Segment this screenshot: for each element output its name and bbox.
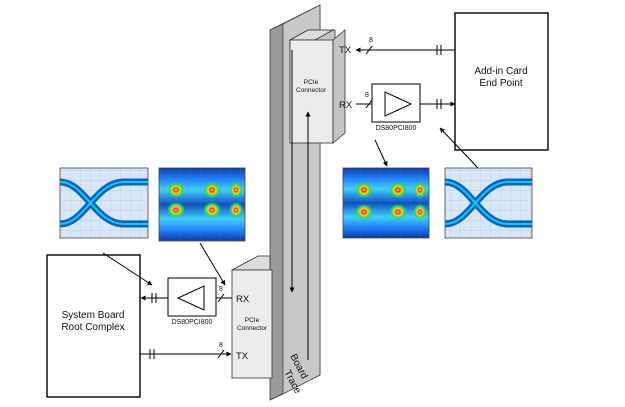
callout-top-clean — [439, 127, 479, 169]
addin-card-line1: Add-in Card — [474, 66, 527, 77]
addin-card-line2: End Point — [479, 78, 523, 89]
top-pcie-connector: PCIe Connector TX RX — [288, 29, 353, 144]
addin-card-box: Add-in Card End Point — [454, 12, 549, 151]
callout-bottom-noisy — [199, 242, 226, 286]
bottom-connector-rx-label: RX — [236, 294, 250, 305]
top-rx-bus-slash — [365, 99, 373, 109]
eye-diagram-top-noisy — [342, 167, 430, 239]
system-board-box: System Board Root Complex — [46, 254, 141, 398]
signal-lines — [102, 45, 479, 360]
callout-bottom-clean — [102, 252, 153, 286]
top-connector-label-line2: Connector — [296, 87, 327, 94]
bottom-rx-bus-width: 8 — [219, 286, 223, 293]
eye-diagram-bottom-clean — [59, 167, 149, 239]
top-tx-bus-width: 8 — [369, 37, 373, 44]
top-connector-tx-label: TX — [339, 45, 352, 56]
bottom-connector-face — [231, 269, 273, 379]
top-connector-face — [289, 39, 334, 144]
bottom-connector-tx-label: TX — [236, 351, 249, 362]
bottom-repeater: DS80PCI800 — [167, 277, 217, 326]
bottom-repeater-label: DS80PCI800 — [172, 319, 213, 326]
bottom-rx-bus-slash — [217, 293, 225, 303]
eye-diagram-top-clean — [444, 167, 533, 239]
top-buffer-icon — [384, 91, 413, 117]
system-board-line2: Root Complex — [61, 322, 124, 333]
bottom-pcie-connector: PCIe Connector RX TX — [231, 255, 273, 379]
eye-diagram-bottom-noisy — [158, 167, 246, 242]
top-rx-bus-width: 8 — [365, 92, 369, 99]
bottom-connector-label-line2: Connector — [237, 325, 268, 332]
top-connector-rx-label: RX — [339, 100, 353, 111]
bottom-tx-bus-slash — [217, 349, 225, 359]
top-tx-bus-slash — [365, 45, 373, 55]
bottom-buffer-icon — [176, 285, 205, 311]
bottom-connector-label-line1: PCIe — [245, 317, 260, 324]
bottom-tx-bus-width: 8 — [219, 342, 223, 349]
top-connector-label-line1: PCIe — [304, 79, 319, 86]
top-repeater-label: DS80PCI800 — [376, 125, 417, 132]
system-board-line1: System Board — [62, 310, 125, 321]
top-repeater: DS80PCI800 — [371, 83, 421, 132]
callout-top-noisy — [374, 139, 388, 167]
